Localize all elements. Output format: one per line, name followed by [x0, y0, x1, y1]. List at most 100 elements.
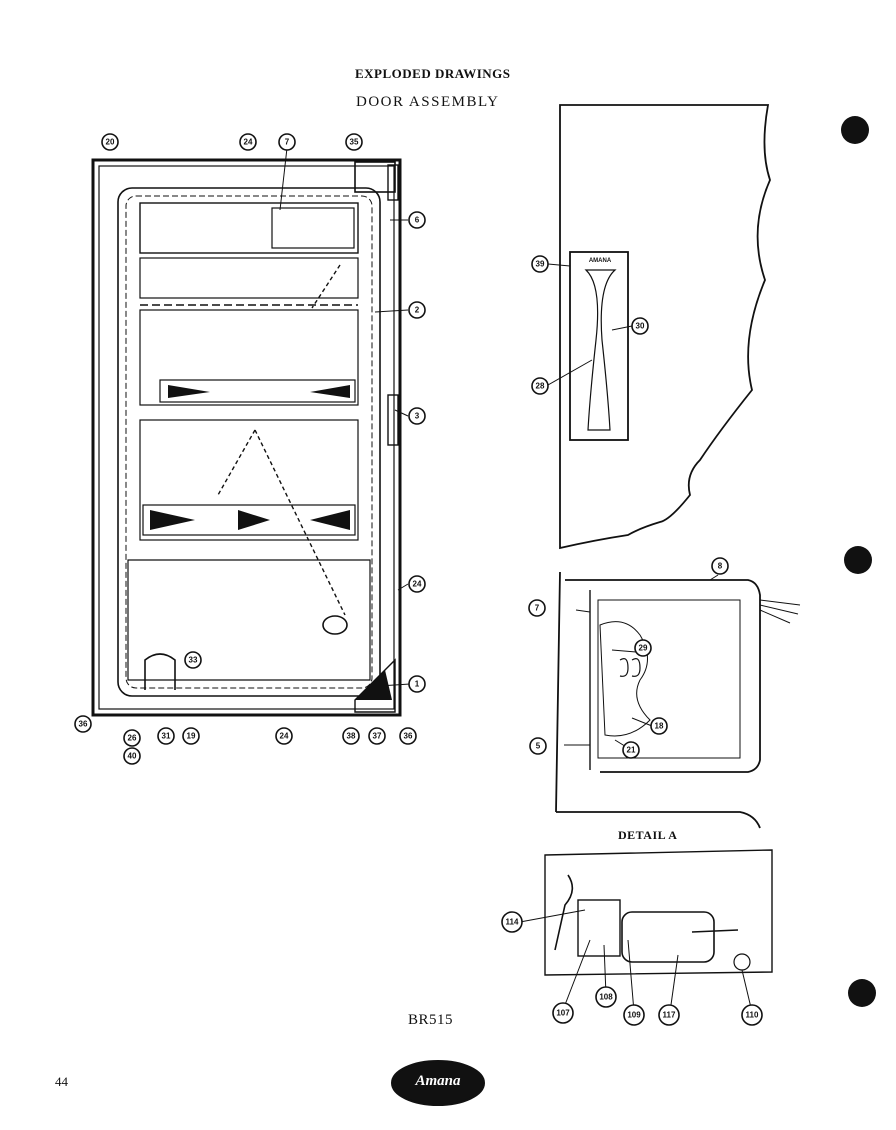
callout-7-top: 7: [278, 133, 296, 151]
compressor-area: [519, 849, 773, 1013]
callout-label: 8: [718, 562, 723, 571]
drain-pan-fitting: [733, 953, 751, 971]
binder-hole-middle: [844, 546, 872, 574]
callout-label: 29: [639, 644, 648, 653]
drawing-subtitle: DOOR ASSEMBLY: [356, 94, 500, 110]
callout-label: 114: [506, 918, 519, 927]
handle-panel: [547, 104, 771, 550]
binder-hole-top: [841, 116, 869, 144]
door-gasket: [98, 165, 395, 710]
callout-label: 24: [244, 138, 253, 147]
callout-label: 30: [636, 322, 645, 331]
callout-21: 21: [622, 741, 640, 759]
callout-109: 109: [623, 1004, 645, 1026]
door-liner: [117, 187, 381, 697]
spring-part: [322, 615, 348, 635]
middle-shelf-bar: [159, 379, 356, 403]
callout-label: 37: [373, 732, 382, 741]
callout-label: 36: [404, 732, 413, 741]
callout-label: 40: [128, 752, 137, 761]
callout-label: 21: [627, 746, 636, 755]
callout-label: 7: [535, 604, 540, 613]
callout-117: 117: [658, 1004, 680, 1026]
callout-3: 3: [408, 407, 426, 425]
door-assembly: [91, 147, 411, 717]
upper-shelf: [139, 257, 359, 299]
leader-lines: [279, 147, 411, 687]
detail-a-label: DETAIL A: [618, 828, 678, 842]
hinge-plate: [387, 164, 399, 201]
callout-107: 107: [552, 1002, 574, 1024]
callout-label: 18: [655, 722, 664, 731]
callout-38: 38: [342, 727, 360, 745]
binder-hole-bottom: [848, 979, 876, 1007]
page-number: 44: [55, 1074, 68, 1089]
handle-grip: [584, 269, 617, 431]
heater-coil: [619, 658, 641, 677]
tubing: [554, 874, 574, 951]
wires: [759, 599, 801, 624]
drawing-title: EXPLODED DRAWINGS: [355, 66, 511, 81]
compressor-compartment: [544, 849, 773, 976]
lower-shelf-bar: [142, 504, 356, 536]
callout-label: 117: [663, 1011, 676, 1020]
callout-label: 24: [413, 580, 422, 589]
liner-edge: [125, 195, 373, 689]
shelf-hatching: [150, 385, 392, 700]
callout-35-tr: 35: [345, 133, 363, 151]
amana-logo: Amana: [392, 1060, 484, 1106]
callout-39: 39: [531, 255, 549, 273]
dairy-compartment: [139, 202, 359, 254]
door-outer-panel: [91, 158, 402, 717]
callout-label: 5: [536, 742, 541, 751]
callout-label: 36: [79, 720, 88, 729]
handle-brand-label: AMANA: [589, 258, 612, 264]
callout-label: 2: [415, 306, 420, 315]
callout-5: 5: [529, 737, 547, 755]
callout-40: 40: [123, 747, 141, 765]
relay-box: [577, 899, 621, 957]
callout-31: 31: [157, 727, 175, 745]
lower-shelf-area: [139, 419, 359, 541]
callout-30: 30: [631, 317, 649, 335]
callout-6: 6: [408, 211, 426, 229]
amana-logo-oval: [391, 1060, 485, 1106]
callout-28: 28: [531, 377, 549, 395]
callout-37: 37: [368, 727, 386, 745]
detail-cutaway: [599, 621, 651, 737]
callout-label: 24: [280, 732, 289, 741]
bottom-bin-area: [127, 559, 371, 681]
amana-logo-text: Amana: [415, 1073, 461, 1089]
door-stop-bracket: [144, 653, 176, 690]
callout-label: 38: [347, 732, 356, 741]
callout-24-right: 24: [408, 575, 426, 593]
bottom-hinge-corner: [354, 658, 396, 713]
compressor: [621, 911, 715, 963]
butter-door: [271, 207, 355, 249]
callout-8: 8: [711, 557, 729, 575]
wire-arrow-top: [311, 264, 341, 309]
callout-label: 1: [415, 680, 420, 689]
wire-arrow-right: [254, 429, 346, 616]
callout-label: 19: [187, 732, 196, 741]
callout-label: 39: [536, 260, 545, 269]
callout-24-bottom: 24: [275, 727, 293, 745]
callout-36-bl: 36: [74, 715, 92, 733]
callout-33: 33: [184, 651, 202, 669]
callout-label: 31: [162, 732, 171, 741]
callout-label: 28: [536, 382, 545, 391]
callout-110: 110: [741, 1004, 763, 1026]
model-number: BR515: [408, 1012, 454, 1028]
callout-1: 1: [408, 675, 426, 693]
callout-19: 19: [182, 727, 200, 745]
handle-frame: [569, 251, 629, 441]
callout-label: 3: [415, 412, 420, 421]
callout-label: 110: [746, 1011, 759, 1020]
callout-108: 108: [595, 986, 617, 1008]
callout-label: 26: [128, 734, 137, 743]
wire-arrow-left: [217, 429, 256, 496]
top-hinge: [354, 161, 396, 193]
detail-inner: [597, 599, 741, 759]
callout-114: 114: [501, 911, 523, 933]
